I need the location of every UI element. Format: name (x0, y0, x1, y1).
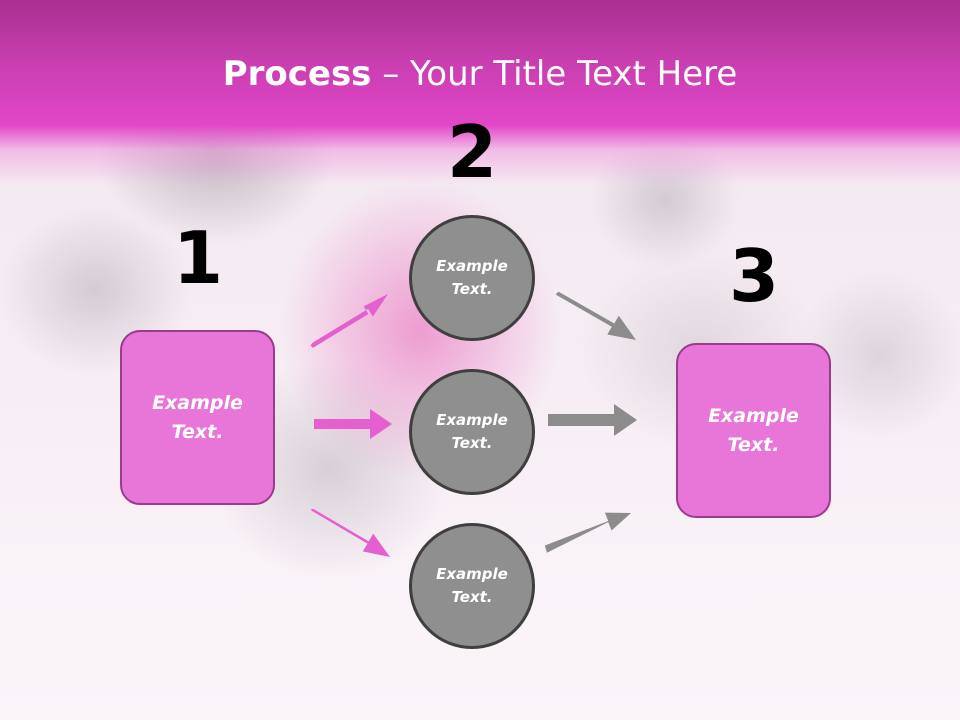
step-1-label: Example Text. (152, 391, 243, 443)
step-2-label-top: Example Text. (436, 257, 508, 298)
slide-title: Process – Your Title Text Here (0, 52, 960, 96)
arrow-1-to-2-middle (314, 409, 392, 439)
step-2-label-middle: Example Text. (436, 411, 508, 452)
arrow-2-to-3-middle (548, 404, 637, 436)
title-banner (0, 0, 960, 185)
step-number-2: 2 (446, 110, 498, 194)
arrow-1-to-2-bottom (310, 508, 390, 557)
title-rest: – Your Title Text Here (371, 54, 738, 94)
step-2-label-bottom: Example Text. (436, 565, 508, 606)
step-1-box: Example Text. (120, 330, 275, 505)
step-3-box: Example Text. (676, 343, 831, 518)
arrow-2-to-3-bottom (544, 512, 631, 553)
arrow-2-to-3-top (555, 291, 636, 340)
step-3-label: Example Text. (708, 404, 799, 456)
step-2-circle-bottom: Example Text. (409, 523, 535, 649)
arrow-1-to-2-top (310, 294, 388, 348)
step-number-3: 3 (728, 234, 780, 318)
step-2-circle-middle: Example Text. (409, 369, 535, 495)
title-bold: Process (222, 54, 372, 94)
step-2-circle-top: Example Text. (409, 215, 535, 341)
step-number-1: 1 (172, 216, 224, 300)
